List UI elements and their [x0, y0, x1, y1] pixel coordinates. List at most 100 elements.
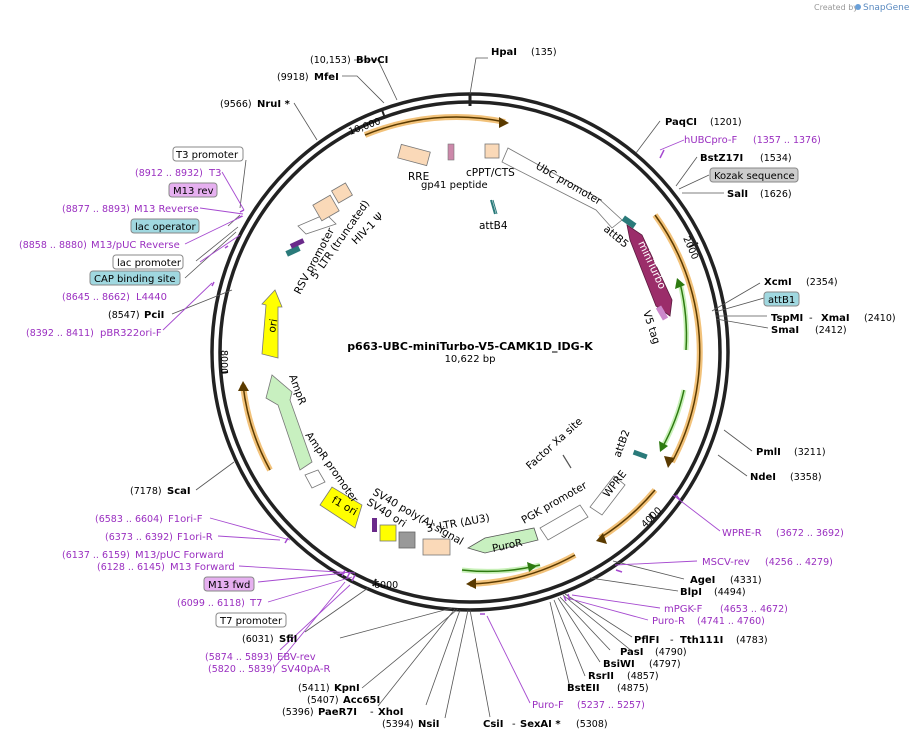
svg-text:(3672 .. 3692): (3672 .. 3692)	[776, 528, 844, 539]
svg-text:(4653 .. 4672): (4653 .. 4672)	[720, 604, 788, 615]
site-pasi: PasI	[620, 647, 643, 658]
site-kpni: KpnI	[334, 683, 360, 694]
label-gp41: gp41 peptide	[421, 180, 488, 191]
svg-text:(8645 .. 8662): (8645 .. 8662)	[62, 292, 130, 303]
site-ndei: NdeI	[750, 472, 776, 483]
label-factorxa: Factor Xa site	[524, 416, 585, 473]
rsv-promoter-arrow	[297, 213, 337, 235]
primer-hubc: hUBCpro-F	[684, 135, 737, 146]
site-nrui: NruI *	[257, 99, 291, 110]
site-bstz17i: BstZ17I	[700, 153, 743, 164]
site-acc65i: Acc65I	[343, 695, 380, 706]
svg-text:(2410): (2410)	[864, 313, 896, 324]
v5-marker	[655, 305, 669, 321]
primer-mpgk: mPGK-F	[664, 604, 703, 615]
svg-text:(4790): (4790)	[655, 647, 687, 658]
tick-2000	[688, 242, 699, 248]
ltr3-box	[422, 538, 451, 556]
ampr-arrow	[265, 374, 313, 471]
svg-text:(8392 .. 8411): (8392 .. 8411)	[26, 328, 94, 339]
primer-f1ori-f: F1ori-F	[168, 514, 203, 525]
tick-4000	[648, 513, 656, 521]
svg-text:(5396): (5396)	[282, 707, 314, 718]
tick-label-6000: 6000	[374, 580, 398, 591]
site-paer7i: PaeR7I	[318, 707, 357, 718]
watermark-text: Created by	[814, 3, 858, 12]
tick-6000	[372, 578, 377, 587]
svg-text:(3358): (3358)	[790, 472, 822, 483]
primer-marks	[211, 149, 681, 615]
svg-text:(8877 .. 8893): (8877 .. 8893)	[62, 204, 130, 215]
svg-text:(4741 .. 4760): (4741 .. 4760)	[697, 616, 765, 627]
label-ori: ori	[266, 318, 280, 334]
label-ubc: UbC promoter	[534, 160, 604, 208]
orf-arcs	[238, 113, 703, 589]
primer-t3: T3	[208, 168, 221, 179]
pgk-promoter-arrow	[539, 504, 589, 541]
svg-text:(5820 .. 5839): (5820 .. 5839)	[208, 664, 276, 675]
m13-rev-marker	[289, 238, 305, 249]
box-m13-rev: M13 rev	[173, 186, 214, 197]
primer-m13-reverse: M13 Reverse	[134, 204, 199, 215]
tick-label-8000: 8000	[218, 350, 229, 374]
svg-text:(1357 .. 1376): (1357 .. 1376)	[753, 135, 821, 146]
snapgene-logo-icon	[855, 4, 861, 10]
attb5-marker	[621, 215, 637, 229]
primer-puro-r: Puro-R	[652, 616, 685, 627]
primer-t7: T7	[249, 598, 262, 609]
ltr5-box	[312, 194, 340, 222]
sv40-ori-box	[379, 524, 397, 542]
box-m13-fwd: M13 fwd	[208, 580, 250, 591]
sv40-polya-box	[398, 531, 416, 549]
wpre-arrow	[589, 475, 626, 516]
primer-wpre-r: WPRE-R	[722, 528, 762, 539]
svg-text:(6583 .. 6604): (6583 .. 6604)	[95, 514, 163, 525]
svg-text:(9566): (9566)	[220, 99, 252, 110]
tick-10000	[381, 109, 386, 119]
site-agei: AgeI	[690, 575, 715, 586]
svg-text:(4494): (4494)	[714, 587, 746, 598]
site-smai: SmaI	[771, 325, 799, 336]
svg-text:(6137 .. 6159): (6137 .. 6159)	[62, 550, 130, 561]
primer-m13-forward: M13 Forward	[170, 562, 235, 573]
box-lac-promoter: lac promoter	[117, 258, 182, 269]
svg-text:(3211): (3211)	[794, 447, 826, 458]
site-rsrii: RsrII	[588, 671, 614, 682]
svg-text:(5874 .. 5893): (5874 .. 5893)	[205, 652, 273, 663]
box-lac-operator: lac operator	[135, 222, 196, 233]
primer-puro-f: Puro-F	[532, 700, 564, 711]
svg-text:(7178): (7178)	[130, 486, 162, 497]
svg-text:(2412): (2412)	[815, 325, 847, 336]
site-nsii: NsiI	[418, 719, 439, 730]
box-kozak: Kozak sequence	[714, 171, 795, 182]
svg-text:(8547): (8547)	[108, 310, 140, 321]
box-t3-promoter: T3 promoter	[175, 150, 239, 161]
site-bsteii: BstEII	[567, 683, 600, 694]
site-paqci: PaqCI	[665, 117, 697, 128]
site-csii: CsiI	[483, 719, 503, 730]
label-rre: RRE	[408, 171, 429, 183]
site-xmai: XmaI	[821, 313, 850, 324]
svg-text:(1201): (1201)	[710, 117, 742, 128]
svg-text:(5394): (5394)	[382, 719, 414, 730]
svg-text:(4783): (4783)	[736, 635, 768, 646]
svg-text:(135): (135)	[531, 47, 557, 58]
svg-text:(10,153): (10,153)	[310, 55, 351, 66]
ubc-promoter-arrow	[501, 147, 623, 229]
hiv-psi-box	[331, 182, 353, 204]
factorxa-marker	[562, 454, 572, 469]
svg-text:(6031): (6031)	[242, 634, 274, 645]
site-scai: ScaI	[167, 486, 191, 497]
primer-l4440: L4440	[136, 292, 167, 303]
site-sali: SalI	[727, 189, 748, 200]
site-sfii: SfiI	[279, 634, 297, 645]
primer-sv40pa: SV40pA-R	[281, 664, 330, 675]
svg-text:(4875): (4875)	[617, 683, 649, 694]
svg-text:-: -	[670, 635, 674, 646]
svg-text:(5237 .. 5257): (5237 .. 5257)	[577, 700, 645, 711]
puror-arrow	[467, 527, 539, 554]
svg-text:-: -	[370, 707, 374, 718]
label-attb4: attB4	[479, 220, 508, 232]
gp41-box	[447, 143, 455, 161]
box-t7-promoter: T7 promoter	[219, 616, 283, 627]
